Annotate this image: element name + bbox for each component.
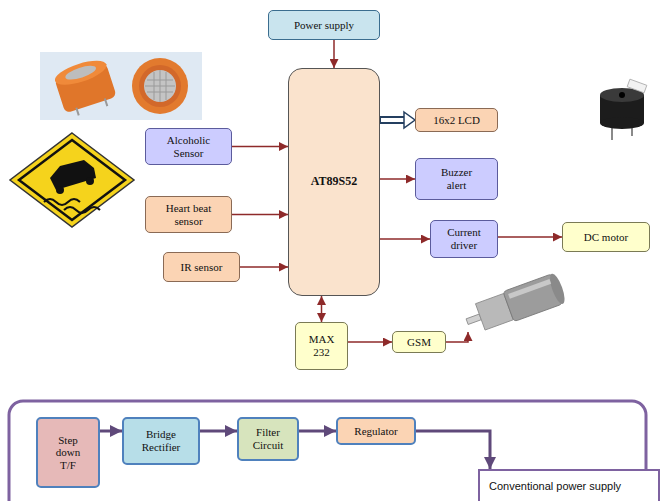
box-label: MAX 232 <box>304 333 339 358</box>
box-label: AT89S52 <box>311 175 357 189</box>
skid-mark <box>44 199 80 205</box>
box-label: Step down T/F <box>50 434 86 472</box>
filter-box: Filter Circuit <box>237 417 299 461</box>
power-arrow <box>416 431 490 469</box>
power-arrow <box>299 430 336 433</box>
box-label: DC motor <box>584 231 628 244</box>
box-label: Bridge Rectifier <box>132 428 190 453</box>
buzzer-sticker <box>627 79 647 93</box>
buzzer-hole <box>619 92 625 98</box>
road-sign-border <box>19 140 125 220</box>
signal-arrow <box>380 238 430 240</box>
sensor-top <box>52 56 109 90</box>
motor-highlight <box>508 279 551 299</box>
signal-arrow <box>380 178 415 180</box>
box-label: Alcoholic Sensor <box>154 134 223 159</box>
connector <box>240 267 288 268</box>
connector <box>299 431 336 432</box>
box-label: Filter Circuit <box>245 426 291 451</box>
alert-box: Buzzer alert <box>415 158 498 200</box>
box-label: Conventional power supply <box>489 480 621 493</box>
motor-box: DC motor <box>562 222 650 252</box>
connector <box>200 431 237 432</box>
sensor-photo-ground <box>40 52 202 120</box>
sensor-body <box>54 62 116 113</box>
rectifier-box: Bridge Rectifier <box>122 417 200 465</box>
signal-arrow <box>232 214 288 216</box>
signal-arrow <box>348 341 392 343</box>
sensor-box: IR sensor <box>163 252 240 282</box>
sensor-body <box>132 58 188 114</box>
box-label: GSM <box>407 336 431 349</box>
sensor-pin <box>105 98 107 106</box>
car-wheel <box>86 177 94 185</box>
connector <box>416 431 490 469</box>
gas-sensor-right <box>132 58 188 114</box>
connector <box>232 146 288 147</box>
motor-end-cap <box>547 272 567 305</box>
box-label: Regulator <box>354 425 397 438</box>
connector <box>100 431 122 432</box>
skid-mark <box>64 207 100 213</box>
connector <box>232 214 288 215</box>
road-sign <box>10 133 134 227</box>
sensor-pin <box>76 108 78 116</box>
sensor-mesh-lines <box>145 70 175 102</box>
power-arrow <box>200 430 237 433</box>
connector <box>380 179 415 180</box>
connector <box>321 296 322 322</box>
signal-arrow <box>446 332 468 342</box>
bus-arrow-head <box>404 112 415 128</box>
output-box: Conventional power supply <box>478 469 660 501</box>
power-arrow <box>100 430 122 433</box>
sensor-ring <box>139 65 181 107</box>
box-label: IR sensor <box>181 261 223 274</box>
box-label: Heart beat sensor <box>152 202 225 227</box>
signal-arrow <box>333 40 335 68</box>
signal-arrow <box>321 296 323 322</box>
signal-arrow <box>240 266 288 268</box>
motor-picture <box>462 272 568 337</box>
bus-arrow-inner <box>381 118 405 122</box>
connector <box>348 342 392 343</box>
gas-sensor-left <box>52 56 118 119</box>
sensor-mesh <box>64 63 98 82</box>
sensor-box: Alcoholic Sensor <box>145 128 232 165</box>
bus-arrow-outline <box>380 116 404 124</box>
box-label: Current driver <box>436 226 492 251</box>
driver-box: Current driver <box>430 220 498 258</box>
car-symbol <box>50 160 96 190</box>
box-label: Buzzer alert <box>436 166 477 191</box>
box-label: Power supply <box>294 19 354 32</box>
display-box: 16x2 LCD <box>415 108 498 132</box>
connector <box>380 239 430 240</box>
signal-arrow <box>498 236 562 238</box>
controller-box: AT89S52 <box>288 68 380 296</box>
sensor-mesh <box>144 70 176 102</box>
regulator-box: Regulator <box>336 417 416 445</box>
car-wheel <box>56 186 64 194</box>
interface-box: MAX 232 <box>295 322 348 370</box>
box-label: 16x2 LCD <box>433 114 480 127</box>
connector <box>334 40 335 68</box>
power-supply-frame <box>9 401 646 501</box>
motor-shaft <box>466 314 481 324</box>
power-box: Power supply <box>268 10 380 40</box>
sensor-box: Heart beat sensor <box>145 196 232 233</box>
buzzer-base <box>600 117 644 129</box>
connector <box>380 112 415 128</box>
signal-arrow <box>232 146 288 148</box>
modem-box: GSM <box>392 331 446 353</box>
transformer-box: Step down T/F <box>36 417 100 488</box>
buzzer-picture <box>600 79 647 140</box>
connector <box>498 237 562 238</box>
